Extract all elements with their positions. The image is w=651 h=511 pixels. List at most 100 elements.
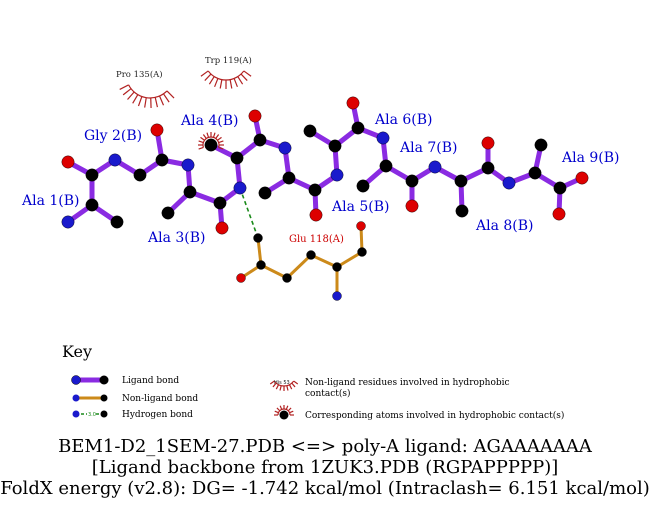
oxygen-atom xyxy=(405,199,419,213)
carbon-atom xyxy=(351,121,365,135)
carbon-atom xyxy=(133,168,147,182)
carbon-atom xyxy=(85,198,99,212)
residue-label-trp119: Trp 119(A) xyxy=(205,55,252,66)
nitrogen-atom xyxy=(61,215,75,229)
nonligand-bond xyxy=(335,250,364,269)
key-legend: Key Ligand bond Non-ligand bond 3.0 Hydr… xyxy=(62,342,564,421)
oxygen-atom xyxy=(356,221,366,231)
nitrogen-atom xyxy=(428,160,442,174)
carbon-atom xyxy=(454,174,468,188)
residue-label-ala1: Ala 1(B) xyxy=(21,193,80,209)
key-residue-arc xyxy=(269,380,299,391)
carbon-atom xyxy=(161,206,175,220)
oxygen-atom xyxy=(481,136,495,150)
nitrogen-atom xyxy=(502,176,516,190)
key-title: Key xyxy=(62,342,92,361)
residue-label-ala8: Ala 8(B) xyxy=(475,218,534,234)
oxygen-atom xyxy=(215,221,229,235)
residue-label-ala3: Ala 3(B) xyxy=(147,230,206,246)
carbon-atom xyxy=(258,186,272,200)
nonligand-bond xyxy=(309,253,339,269)
nonligand-bond xyxy=(285,253,313,280)
key-hbond-atom-n xyxy=(72,410,80,418)
carbon-atom xyxy=(282,273,292,283)
carbon-atom xyxy=(110,215,124,229)
caption: BEM1-D2_1SEM-27.PDB <=> poly-A ligand: A… xyxy=(0,436,650,499)
residue-label-gly2: Gly 2(B) xyxy=(84,128,142,144)
hydrophobic-labels: Pro 135(A) Trp 119(A) Glu 118(A) xyxy=(116,55,344,245)
oxygen-atom xyxy=(346,96,360,110)
residue-label-ala7: Ala 7(B) xyxy=(399,140,458,156)
caption-line-2: [Ligand backbone from 1ZUK3.PDB (RGPAPPP… xyxy=(92,457,559,478)
residue-label-ala9: Ala 9(B) xyxy=(561,150,620,166)
oxygen-atom xyxy=(309,208,323,222)
key-corresponding-atoms-text: Corresponding atoms involved in hydropho… xyxy=(305,410,564,421)
key-atom-spikes xyxy=(274,405,294,416)
key-hydrophobic-residue-icon xyxy=(269,380,299,391)
caption-line-3: FoldX energy (v2.8): DG= -1.742 kcal/mol… xyxy=(0,478,650,499)
key-nonligand-bond-text: Non-ligand bond xyxy=(122,394,198,404)
carbon-atom xyxy=(183,185,197,199)
carbon-atom xyxy=(534,138,548,152)
key-nonligand-residues-line2: contact(s) xyxy=(305,388,351,399)
carbon-atom xyxy=(379,159,393,173)
carbon-atom xyxy=(356,179,370,193)
nitrogen-atom xyxy=(332,291,342,301)
oxygen-atom xyxy=(248,109,262,123)
nitrogen-atom xyxy=(108,153,122,167)
residue-label-ala5: Ala 5(B) xyxy=(331,199,390,215)
carbon-atom xyxy=(230,151,244,165)
key-hydrophobic-atom-icon xyxy=(274,405,294,416)
nitrogen-atom xyxy=(376,131,390,145)
atom-layer xyxy=(61,96,589,301)
carbon-atom xyxy=(213,196,227,210)
carbon-atom xyxy=(332,262,342,272)
key-nonligand-atom-c xyxy=(100,394,108,402)
residue-labels: Ala 1(B) Gly 2(B) Ala 3(B) Ala 4(B) Ala … xyxy=(21,112,620,246)
nonligand-bond xyxy=(259,263,289,280)
carbon-atom xyxy=(308,183,322,197)
carbon-atom xyxy=(303,124,317,138)
carbon-atom xyxy=(253,133,267,147)
key-ligand-bond-text: Ligand bond xyxy=(122,376,179,386)
oxygen-atom xyxy=(575,171,589,185)
carbon-atom xyxy=(253,233,263,243)
carbon-atom xyxy=(481,161,495,175)
carbon-atom xyxy=(528,166,542,180)
nitrogen-atom xyxy=(181,158,195,172)
carbon-atom xyxy=(455,204,469,218)
key-hbond-atom-c xyxy=(100,410,108,418)
residue-label-ala6: Ala 6(B) xyxy=(374,112,433,128)
key-ligand-atom-c xyxy=(99,375,109,385)
nitrogen-atom xyxy=(233,181,247,195)
nitrogen-atom xyxy=(278,141,292,155)
residue-label-glu118: Glu 118(A) xyxy=(289,234,344,245)
carbon-atom xyxy=(155,153,169,167)
oxygen-atom xyxy=(61,155,75,169)
carbon-atom xyxy=(405,174,419,188)
nitrogen-atom xyxy=(330,168,344,182)
key-nonligand-atom-n xyxy=(72,394,80,402)
key-hbond-distance: 3.0 xyxy=(88,412,96,418)
hydrophobic-arc-layer xyxy=(119,70,252,150)
carbon-atom xyxy=(256,260,266,270)
residue-label-ala4: Ala 4(B) xyxy=(180,113,239,129)
key-ligand-atom-n xyxy=(71,375,81,385)
ala4-hydrophobic-spikes xyxy=(198,132,224,150)
key-hbond-text: Hydrogen bond xyxy=(122,410,193,420)
carbon-atom xyxy=(85,168,99,182)
oxygen-atom xyxy=(236,273,246,283)
oxygen-atom xyxy=(150,123,164,137)
oxygen-atom xyxy=(552,207,566,221)
carbon-atom xyxy=(553,181,567,195)
carbon-atom xyxy=(204,138,218,152)
carbon-atom xyxy=(357,247,367,257)
caption-line-1: BEM1-D2_1SEM-27.PDB <=> poly-A ligand: A… xyxy=(58,436,593,457)
key-hydrophobic-atom xyxy=(279,410,289,420)
pro135-hydrophobic-arc xyxy=(119,84,175,109)
carbon-atom xyxy=(282,171,296,185)
carbon-atom xyxy=(328,139,342,153)
hydrogen-bond xyxy=(239,187,259,239)
key-nonligand-residues-line1: Non-ligand residues involved in hydropho… xyxy=(305,378,510,388)
